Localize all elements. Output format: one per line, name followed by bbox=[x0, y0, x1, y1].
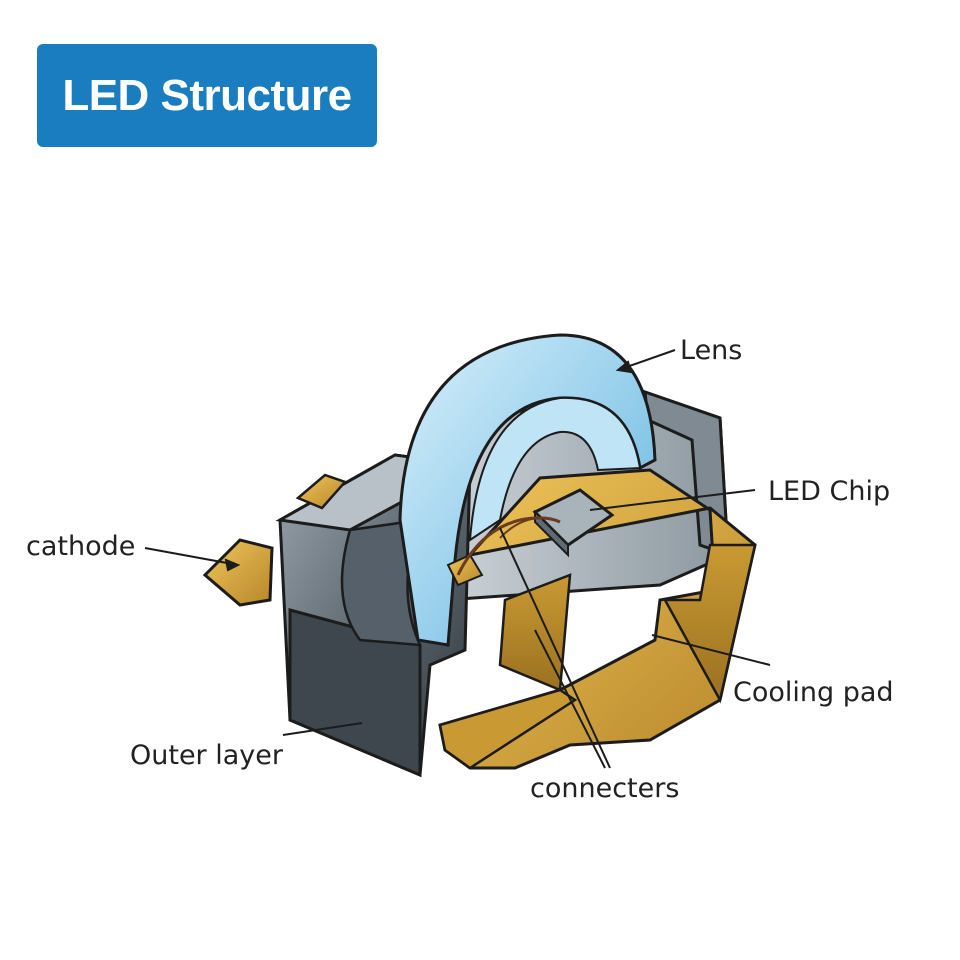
title-banner: LED Structure bbox=[37, 44, 377, 147]
cooling-pad bbox=[438, 468, 757, 770]
lens-dome bbox=[398, 333, 657, 647]
connecters-wires bbox=[456, 516, 561, 576]
page-title: LED Structure bbox=[62, 70, 352, 120]
cathode-terminal bbox=[202, 473, 348, 607]
label-connecters: connecters bbox=[530, 773, 680, 804]
led-chip bbox=[532, 488, 615, 558]
label-lens: Lens bbox=[680, 335, 743, 366]
label-led-chip: LED Chip bbox=[768, 476, 891, 507]
label-cooling-pad: Cooling pad bbox=[733, 677, 894, 708]
label-cathode: cathode bbox=[26, 531, 136, 562]
leader-lines bbox=[144, 349, 771, 769]
label-outer-layer: Outer layer bbox=[130, 740, 283, 771]
